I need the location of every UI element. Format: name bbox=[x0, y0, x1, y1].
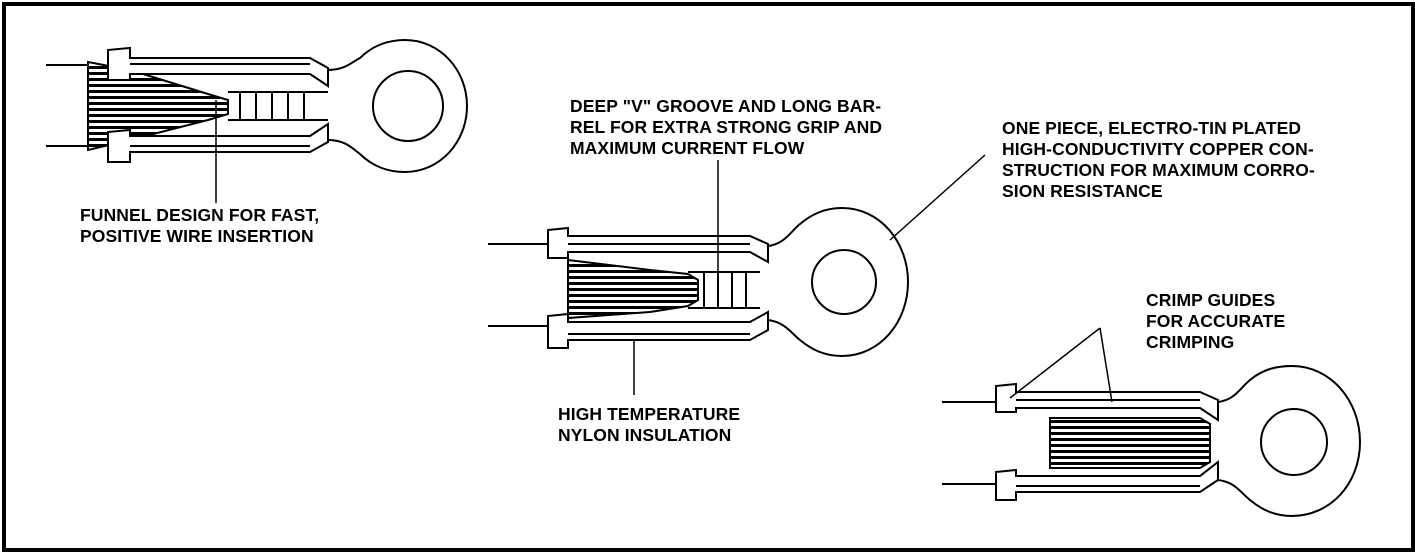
callout-copper-line-1: ONE PIECE, ELECTRO-TIN PLATED bbox=[1002, 118, 1302, 138]
callout-copper-line-2: HIGH-CONDUCTIVITY COPPER CON- bbox=[1002, 139, 1314, 159]
callout-crimp-guides-line-3: CRIMPING bbox=[1146, 332, 1235, 352]
callout-groove-line-1: DEEP "V" GROOVE AND LONG BAR- bbox=[570, 96, 882, 116]
leader-crimp-guide-1 bbox=[1009, 327, 1101, 399]
ring-terminal-bottom-right bbox=[942, 364, 1362, 518]
callout-crimp-guides-line-1: CRIMP GUIDES bbox=[1146, 290, 1276, 310]
callout-insulation-line-1: HIGH TEMPERATURE bbox=[558, 404, 741, 424]
ring-terminal-top-left bbox=[46, 38, 469, 174]
callout-copper-line-3: STRUCTION FOR MAXIMUM CORRO- bbox=[1002, 160, 1315, 180]
callout-groove-line-2: REL FOR EXTRA STRONG GRIP AND bbox=[570, 117, 883, 137]
callout-funnel-line-2: POSITIVE WIRE INSERTION bbox=[80, 226, 314, 246]
leader-copper bbox=[889, 154, 986, 241]
callout-copper: ONE PIECE, ELECTRO-TIN PLATED HIGH-CONDU… bbox=[1002, 118, 1315, 202]
callout-groove: DEEP "V" GROOVE AND LONG BAR- REL FOR EX… bbox=[570, 96, 882, 159]
leader-crimp-guide-2 bbox=[1099, 327, 1113, 403]
callout-copper-line-4: SION RESISTANCE bbox=[1002, 181, 1163, 201]
callout-crimp-guides-line-2: FOR ACCURATE bbox=[1146, 311, 1286, 331]
callout-insulation-line-2: NYLON INSULATION bbox=[558, 425, 732, 445]
callout-funnel-line-1: FUNNEL DESIGN FOR FAST, bbox=[80, 205, 320, 225]
callout-insulation: HIGH TEMPERATURE NYLON INSULATION bbox=[558, 404, 740, 446]
callout-crimp-guides: CRIMP GUIDES FOR ACCURATE CRIMPING bbox=[1146, 290, 1285, 353]
callout-funnel: FUNNEL DESIGN FOR FAST, POSITIVE WIRE IN… bbox=[80, 205, 319, 247]
ring-terminal-middle bbox=[488, 206, 910, 358]
callout-groove-line-3: MAXIMUM CURRENT FLOW bbox=[570, 138, 805, 158]
